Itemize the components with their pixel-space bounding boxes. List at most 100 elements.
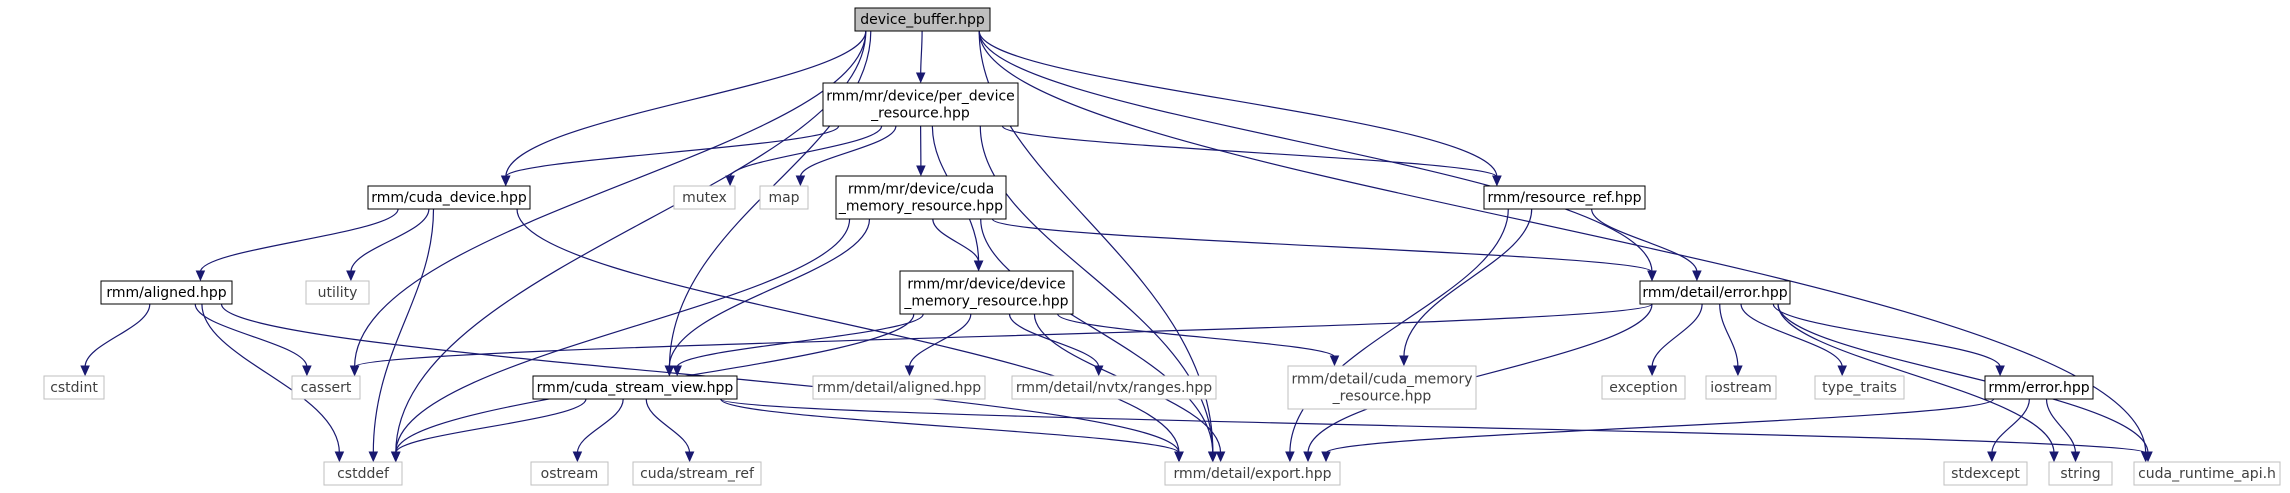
node-box <box>1705 375 1777 400</box>
node-label: rmm/detail/aligned.hpp <box>817 380 981 396</box>
node-detail-cuda-memory: rmm/detail/cuda_memory_resource.hpp <box>1287 365 1477 410</box>
node-box <box>100 280 233 305</box>
node-label: rmm/mr/device/per_device <box>826 89 1015 105</box>
node-label: ostream <box>541 466 599 482</box>
edge-line <box>350 208 430 273</box>
edge-line <box>978 30 1498 178</box>
edge-line <box>201 303 340 454</box>
arrow-head <box>368 451 379 463</box>
node-cuda-device[interactable]: rmm/cuda_device.hpp <box>367 185 531 210</box>
node-aligned[interactable]: rmm/aligned.hpp <box>100 280 233 305</box>
node-label: rmm/error.hpp <box>1988 380 2089 396</box>
edge-line <box>676 313 924 368</box>
edge-rmm_error-to-stdexcept <box>1987 398 2030 463</box>
edge-line <box>354 30 867 368</box>
edge-line <box>84 303 151 368</box>
edge-detail_error-to-exception <box>1647 303 1703 377</box>
arrow-head <box>973 260 984 272</box>
node-box <box>1483 185 1646 210</box>
arrow-head <box>684 451 695 463</box>
node-label: rmm/cuda_device.hpp <box>371 190 527 206</box>
node-box <box>1164 461 1341 486</box>
node-resource-ref[interactable]: rmm/resource_ref.hpp <box>1483 185 1646 210</box>
node-label: rmm/detail/cuda_memory <box>1291 372 1472 388</box>
node-label: rmm/mr/device/device <box>907 277 1065 293</box>
arrow-head <box>1321 451 1331 463</box>
node-box <box>1011 375 1217 400</box>
arrow-head <box>1285 451 1295 463</box>
node-ostream: ostream <box>530 461 609 486</box>
arrow-head <box>1329 355 1340 367</box>
edge-cuda_memory_resource-to-cuda_stream_view <box>664 218 871 377</box>
node-box <box>835 175 1007 220</box>
node-label: rmm/cuda_stream_view.hpp <box>537 380 734 396</box>
node-box <box>532 375 738 400</box>
arrow-head <box>390 451 401 463</box>
arrow-head <box>500 175 511 187</box>
edge-aligned-to-cassert <box>194 303 312 377</box>
node-label: _resource.hpp <box>1332 389 1432 405</box>
edge-line <box>1403 208 1533 358</box>
node-rmm-error[interactable]: rmm/error.hpp <box>1984 375 2094 400</box>
node-map: map <box>759 185 809 210</box>
node-box <box>1814 375 1905 400</box>
node-box <box>1639 280 1791 305</box>
edge-line <box>505 125 840 178</box>
node-cuda-runtime-api: cuda_runtime_api.h <box>2133 461 2281 486</box>
edge-line <box>991 218 1653 273</box>
edge-cuda_stream_view-to-cuda_runtime_api <box>720 398 2151 463</box>
edge-line <box>729 125 883 178</box>
node-cstddef: cstddef <box>323 461 403 486</box>
node-label: cuda_runtime_api.h <box>2138 466 2276 482</box>
node-cuda-memory-resource[interactable]: rmm/mr/device/cuda_memory_resource.hpp <box>835 175 1007 220</box>
edge-device_memory_resource-to-detail_cuda_memory <box>1057 313 1340 367</box>
edge-cuda_stream_view-to-export <box>720 398 1184 463</box>
node-utility: utility <box>305 280 370 305</box>
edge-cuda_stream_view-to-stream_ref <box>645 398 695 463</box>
node-label: _memory_resource.hpp <box>903 294 1068 310</box>
node-box <box>530 461 609 486</box>
node-box <box>305 280 370 305</box>
node-box <box>43 375 105 400</box>
node-device-memory-resource[interactable]: rmm/mr/device/device_memory_resource.hpp <box>899 270 1074 315</box>
node-device-buffer[interactable]: device_buffer.hpp <box>854 7 991 32</box>
edge-rmm_error-to-string <box>2045 398 2081 463</box>
edge-cuda_device-to-aligned <box>195 208 399 282</box>
node-cuda-stream-view[interactable]: rmm/cuda_stream_view.hpp <box>532 375 738 400</box>
node-label: mutex <box>682 190 727 206</box>
arrow-head <box>795 175 806 187</box>
node-layer: device_buffer.hpp rmm/mr/device/per_devic… <box>43 7 2281 486</box>
arrow-head <box>904 365 915 377</box>
node-label: rmm/resource_ref.hpp <box>1487 190 1641 206</box>
node-box <box>1287 365 1477 410</box>
arrow-head <box>915 72 926 84</box>
node-label: cstddef <box>337 466 390 482</box>
node-box <box>1601 375 1686 400</box>
node-per-device[interactable]: rmm/mr/device/per_device_resource.hpp <box>822 82 1019 127</box>
edge-cuda_device-to-utility <box>346 208 430 282</box>
edge-per_device-to-cuda_memory_resource <box>916 125 926 177</box>
edge-line <box>1325 398 1995 454</box>
edge-line <box>1777 303 2055 454</box>
arrow-head <box>1647 365 1657 377</box>
edge-detail_error-to-iostream <box>1719 303 1743 377</box>
edge-cuda_stream_view-to-cstddef <box>390 398 587 463</box>
edge-resource_ref-to-export <box>1285 208 1509 463</box>
node-label: iostream <box>1710 380 1772 396</box>
edge-resource_ref-to-detail_error <box>1591 208 1702 282</box>
arrow-head <box>1647 270 1657 282</box>
edge-detail_error-to-rmm_error <box>1772 303 2005 377</box>
node-detail-error[interactable]: rmm/detail/error.hpp <box>1639 280 1791 305</box>
node-type-traits: type_traits <box>1814 375 1905 400</box>
node-export: rmm/detail/export.hpp <box>1164 461 1341 486</box>
edge-device_memory_resource-to-detail_aligned <box>904 313 972 377</box>
edge-line <box>194 303 308 368</box>
arrow-head <box>1492 175 1502 187</box>
edge-line <box>978 30 1653 273</box>
edge-line <box>980 218 1214 454</box>
node-cstdint: cstdint <box>43 375 105 400</box>
arrow-head <box>916 165 926 177</box>
node-box <box>291 375 361 400</box>
